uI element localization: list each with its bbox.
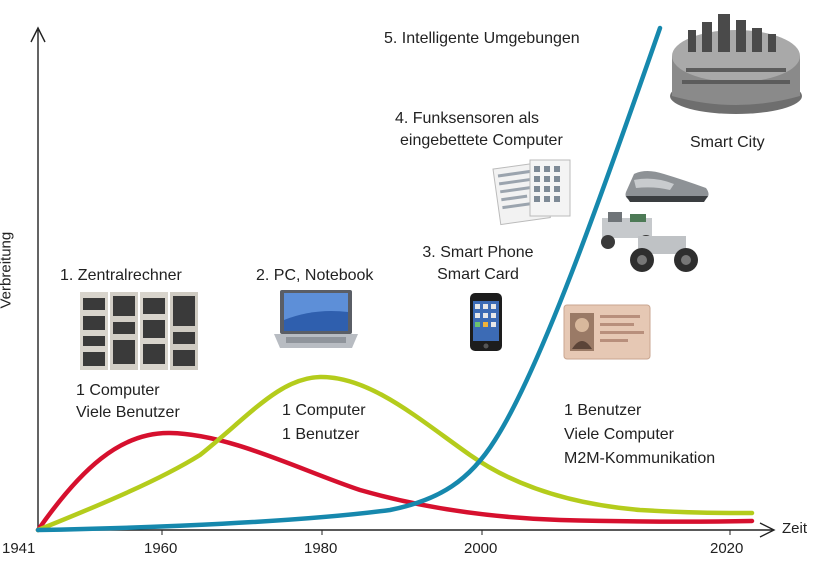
late-desc-line-2: Viele Computer	[564, 426, 674, 443]
id-card-photo	[563, 304, 651, 360]
y-axis-label: Verbreitung	[0, 231, 15, 309]
era-4-title-line-1: 4. Funksensoren als	[394, 110, 540, 127]
y-axis-arrow	[30, 26, 46, 43]
era-2-desc-line-1: 1 Computer	[282, 402, 366, 419]
laptop-photo	[274, 290, 358, 348]
era-4-title-line-2: eingebettete Computer	[400, 132, 563, 149]
era-1-desc-line-2: Viele Benutzer	[76, 404, 180, 421]
era-3-title-line-1: 3. Smart Phone	[422, 244, 534, 261]
smart-city-model-photo	[670, 14, 802, 114]
x-tick-label-2020: 2020	[710, 540, 744, 557]
mainframe-curve	[35, 430, 755, 533]
ubiquitous-curve	[35, 25, 663, 533]
sensor-cards-photo	[492, 159, 571, 226]
era-5-title: 5. Intelligente Umgebungen	[384, 30, 580, 47]
robot-wheel-photo	[630, 236, 698, 272]
sneaker-photo	[625, 171, 709, 202]
x-tick-label-1980: 1980	[304, 540, 338, 557]
era-1-desc-line-1: 1 Computer	[76, 382, 160, 399]
era-2-title-text: PC, Notebook	[273, 267, 374, 284]
x-tick-label-2000: 2000	[464, 540, 498, 557]
era-1-title: 1. Zentralrechner	[60, 265, 182, 286]
era-2-desc-line-2: 1 Benutzer	[282, 426, 360, 443]
x-tick-label-1941: 1941	[2, 540, 36, 557]
late-desc-line-3: M2M-Kommunikation	[564, 450, 716, 467]
era-1-title-text: Zentralrechner	[77, 267, 182, 284]
x-axis-label: Zeit	[782, 520, 808, 537]
era-2-title: 2. PC, Notebook	[256, 265, 373, 286]
era-1-number: 1.	[60, 267, 74, 284]
mainframe-photo	[80, 292, 198, 370]
era-2-number: 2.	[256, 267, 270, 284]
x-axis-arrow	[759, 522, 776, 538]
late-desc-line-1: 1 Benutzer	[564, 402, 642, 419]
smart-city-label: Smart City	[690, 134, 765, 151]
x-tick-label-1960: 1960	[144, 540, 178, 557]
smartphone-photo	[470, 293, 502, 351]
pc-curve	[35, 374, 755, 533]
era-3-title-line-2: Smart Card	[437, 266, 519, 283]
